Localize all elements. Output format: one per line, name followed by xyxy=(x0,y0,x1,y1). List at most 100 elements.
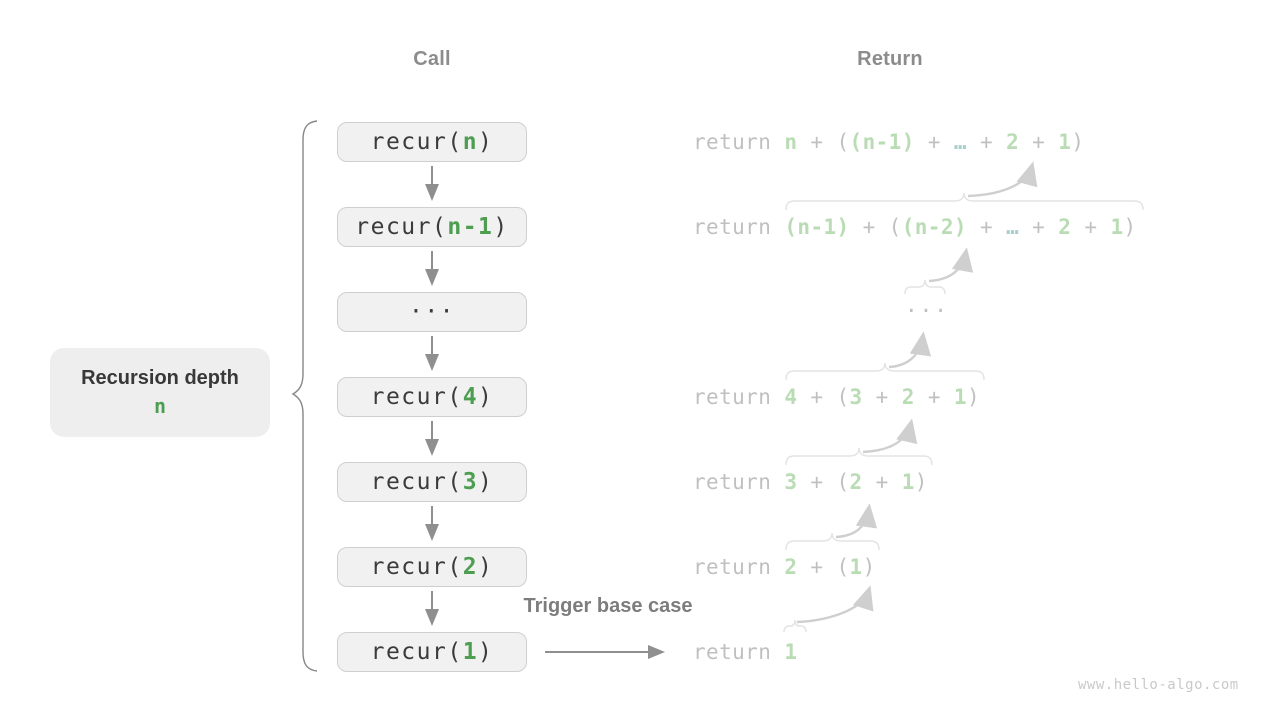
return-line-1-token: ( xyxy=(836,130,850,154)
return-line-2-token: ) xyxy=(1123,215,1137,239)
call-box-5: recur(3) xyxy=(337,462,527,502)
return-arrow-2-to-1 xyxy=(967,161,1038,198)
return-line-4-token: + xyxy=(862,385,902,409)
call-box-7-token: 1 xyxy=(462,639,479,665)
return-line-1-token: … xyxy=(953,130,967,154)
return-line-5-token: 3 xyxy=(784,470,798,494)
return-line-5-token: 2 xyxy=(849,470,863,494)
return-line-5-token: return xyxy=(693,470,785,494)
return-overbrace-3 xyxy=(904,279,946,295)
return-line-4-token: + xyxy=(797,385,837,409)
return-overbrace-7 xyxy=(783,619,807,633)
return-arrow-5-to-4 xyxy=(862,418,918,454)
call-box-4-token: ) xyxy=(478,384,494,410)
return-line-6-token: 1 xyxy=(849,555,863,579)
return-line-4-token: ( xyxy=(836,385,850,409)
call-box-4-token: 4 xyxy=(462,384,479,410)
return-arrow-7-to-6 xyxy=(796,585,874,624)
return-line-3: ··· xyxy=(905,295,947,327)
return-line-2-token: + xyxy=(966,215,1007,239)
return-overbrace-4 xyxy=(785,362,985,381)
return-line-4-token: 2 xyxy=(901,385,915,409)
return-line-7: return 1 xyxy=(693,636,797,668)
return-line-1-token: n xyxy=(784,130,798,154)
return-line-5-token: + xyxy=(862,470,902,494)
return-line-1-token: + xyxy=(966,130,1007,154)
return-line-2-token: (n-2) xyxy=(901,215,967,239)
return-line-4-token: 4 xyxy=(784,385,798,409)
return-line-1: return n + ((n-1) + … + 2 + 1) xyxy=(693,126,1084,158)
return-line-2-token: 2 xyxy=(1058,215,1072,239)
call-box-6-token: ) xyxy=(478,554,494,580)
recursion-depth-label: Recursion depth n xyxy=(50,348,270,437)
return-line-6-token: ) xyxy=(862,555,876,579)
return-line-6-token: return xyxy=(693,555,785,579)
recursion-depth-brace xyxy=(291,120,318,672)
trigger-base-case-label: Trigger base case xyxy=(523,595,693,617)
return-line-4-token: 3 xyxy=(849,385,863,409)
return-line-2-token: + xyxy=(849,215,889,239)
return-line-2-token: ( xyxy=(888,215,902,239)
return-line-1-token: 2 xyxy=(1006,130,1020,154)
return-arrow-4-to-3 xyxy=(888,331,932,369)
call-box-7: recur(1) xyxy=(337,632,527,672)
return-line-4-token: return xyxy=(693,385,785,409)
return-column-header: Return xyxy=(857,48,923,70)
call-box-1-token: n xyxy=(462,129,479,155)
call-box-3-token: ··· xyxy=(408,299,456,325)
return-line-3-token: ··· xyxy=(905,299,949,323)
return-line-6: return 2 + (1) xyxy=(693,551,876,583)
call-box-2-token: ) xyxy=(493,214,509,240)
call-box-6-token: 2 xyxy=(462,554,479,580)
return-line-6-token: ( xyxy=(836,555,850,579)
return-overbrace-5 xyxy=(785,447,933,466)
return-line-4-token: ) xyxy=(966,385,981,409)
return-line-1-token: + xyxy=(1019,130,1059,154)
return-arrow-6-to-5 xyxy=(835,503,878,539)
return-line-5-token: 1 xyxy=(901,470,915,494)
call-box-3: ··· xyxy=(337,292,527,332)
call-box-6: recur(2) xyxy=(337,547,527,587)
recursion-depth-title: Recursion depth xyxy=(81,367,239,389)
return-line-5: return 3 + (2 + 1) xyxy=(693,466,928,498)
return-line-4: return 4 + (3 + 2 + 1) xyxy=(693,381,980,413)
call-column-header: Call xyxy=(413,48,451,70)
call-box-6-token: recur( xyxy=(370,554,463,580)
return-overbrace-2 xyxy=(785,192,1144,211)
call-box-5-token: recur( xyxy=(370,469,463,495)
return-line-4-token: 1 xyxy=(953,385,967,409)
return-line-7-token: 1 xyxy=(784,640,798,664)
call-box-1-token: ) xyxy=(478,129,494,155)
return-line-1-token: ) xyxy=(1071,130,1085,154)
recursion-depth-value: n xyxy=(153,394,167,418)
return-line-2: return (n-1) + ((n-2) + … + 2 + 1) xyxy=(693,211,1137,243)
return-line-1-token: + xyxy=(797,130,837,154)
return-line-7-token: return xyxy=(693,640,785,664)
call-box-2: recur(n-1) xyxy=(337,207,527,247)
return-line-6-token: + xyxy=(797,555,837,579)
return-line-2-token: + xyxy=(1019,215,1059,239)
return-line-2-token: 1 xyxy=(1110,215,1124,239)
call-box-4: recur(4) xyxy=(337,377,527,417)
return-line-2-token: (n-1) xyxy=(784,215,850,239)
return-arrow-3-to-2 xyxy=(928,247,974,283)
return-line-2-token: + xyxy=(1071,215,1111,239)
call-box-1-token: recur( xyxy=(370,129,463,155)
return-line-2-token: … xyxy=(1006,215,1020,239)
return-line-4-token: + xyxy=(914,385,954,409)
call-box-5-token: 3 xyxy=(462,469,479,495)
call-box-2-token: n-1 xyxy=(447,214,494,240)
call-box-4-token: recur( xyxy=(370,384,463,410)
call-box-1: recur(n) xyxy=(337,122,527,162)
return-line-1-token: (n-1) xyxy=(849,130,915,154)
call-box-2-token: recur( xyxy=(355,214,448,240)
return-line-1-token: return xyxy=(693,130,785,154)
return-line-1-token: 1 xyxy=(1058,130,1072,154)
return-line-6-token: 2 xyxy=(784,555,798,579)
return-line-5-token: ( xyxy=(836,470,850,494)
call-box-7-token: ) xyxy=(478,639,494,665)
return-line-1-token: + xyxy=(914,130,954,154)
return-line-2-token: return xyxy=(693,215,785,239)
return-overbrace-6 xyxy=(785,532,880,551)
